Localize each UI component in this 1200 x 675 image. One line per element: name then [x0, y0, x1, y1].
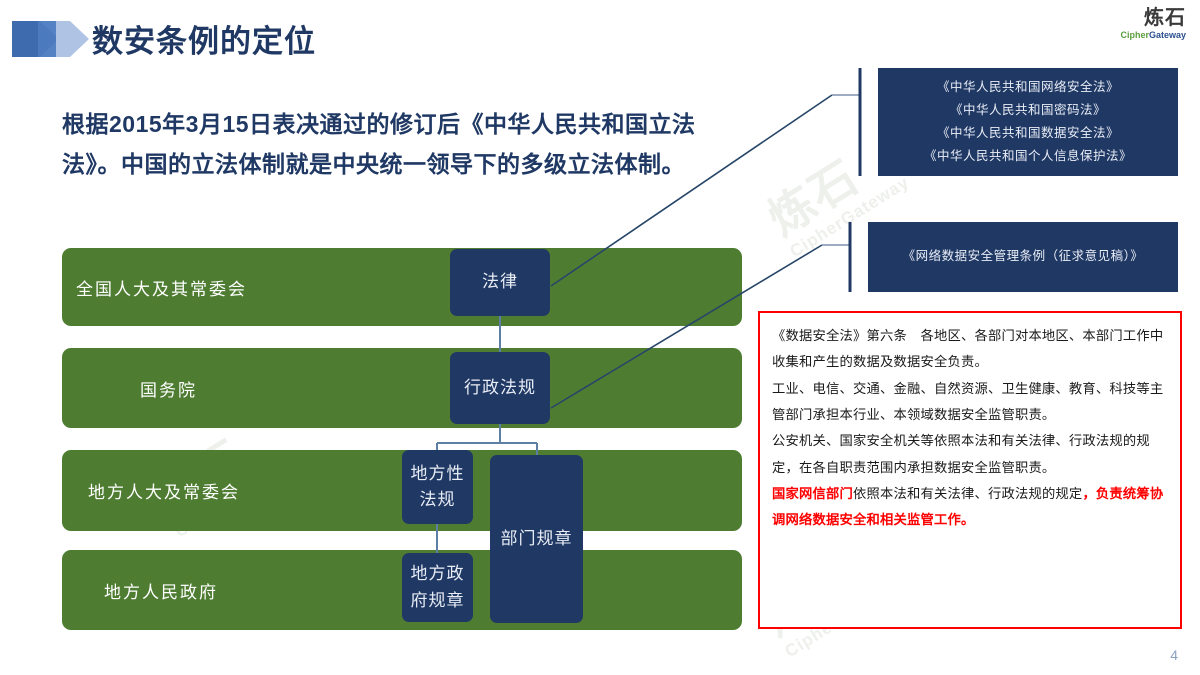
instrument-node-local-government-rule: 地方政府规章: [402, 553, 473, 622]
instrument-label: 地方政府规章: [410, 564, 465, 610]
hierarchy-row: 国务院: [62, 348, 742, 428]
brand-logo: 炼石 CipherGateway: [1120, 8, 1186, 40]
instrument-node-administrative-regulation: 行政法规: [450, 352, 550, 424]
logo-en-cipher: Cipher: [1120, 30, 1149, 40]
instrument-node-department-rule: 部门规章: [490, 455, 583, 623]
logo-cn-text: 炼石: [1144, 7, 1186, 29]
page-number: 4: [1170, 647, 1178, 663]
instrument-label: 法律: [482, 272, 518, 292]
instrument-label: 行政法规: [464, 377, 536, 397]
instrument-label: 部门规章: [500, 528, 573, 548]
hierarchy-organ-label: 地方人大及常委会: [88, 483, 240, 502]
chevron-bullet-icon: [12, 17, 92, 61]
quote-plain-mid: 依照本法和有关法律、行政法规的规定: [852, 485, 1083, 501]
law-item: 《中华人民共和国密码法》: [949, 102, 1106, 117]
law-item: 《中华人民共和国数据安全法》: [936, 126, 1119, 140]
laws-callout-box: 《中华人民共和国网络安全法》 《中华人民共和国密码法》 《中华人民共和国数据安全…: [878, 68, 1178, 176]
law-item: 《中华人民共和国个人信息保护法》: [923, 149, 1132, 164]
lead-paragraph: 根据2015年3月15日表决通过的修订后《中华人民共和国立法法》。中国的立法体制…: [62, 111, 696, 177]
logo-en-text: CipherGateway: [1120, 31, 1186, 40]
instrument-node-law: 法律: [450, 249, 550, 316]
page-title: 数安条例的定位: [92, 24, 316, 59]
hierarchy-organ-label: 全国人大及其常委会: [76, 279, 247, 299]
quote-paragraph-4: 国家网信部门依照本法和有关法律、行政法规的规定，负责统筹协调网络数据安全和相关监…: [772, 481, 1168, 534]
quote-paragraph-2: 工业、电信、交通、金融、自然资源、卫生健康、教育、科技等主管部门承担本行业、本领…: [772, 380, 1164, 422]
quote-paragraph-1: 《数据安全法》第六条 各地区、各部门对本地区、本部门工作中收集和产生的数据及数据…: [772, 328, 1164, 370]
quote-highlight-tail: ，负责统筹协调网络数据安全和相关监管工作。: [772, 485, 1164, 528]
law-item: 《中华人民共和国网络安全法》: [936, 79, 1119, 94]
hierarchy-row: 全国人大及其常委会: [62, 248, 742, 326]
quote-box: 《数据安全法》第六条 各地区、各部门对本地区、本部门工作中收集和产生的数据及数据…: [758, 311, 1182, 629]
regulation-item: 《网络数据安全管理条例（征求意见稿）》: [902, 249, 1144, 264]
quote-highlight-lead: 国家网信部门: [772, 485, 853, 501]
hierarchy-organ-label: 地方人民政府: [104, 582, 218, 602]
instrument-node-local-regulation: 地方性法规: [402, 450, 473, 524]
instrument-label: 地方性法规: [410, 463, 465, 509]
hierarchy-organ-label: 国务院: [140, 380, 197, 400]
logo-en-gateway: Gateway: [1148, 30, 1186, 40]
quote-paragraph-3: 公安机关、国家安全机关等依照本法和有关法律、行政法规的规定，在各自职责范围内承担…: [772, 433, 1150, 475]
regulation-callout-box: 《网络数据安全管理条例（征求意见稿）》: [868, 222, 1178, 292]
